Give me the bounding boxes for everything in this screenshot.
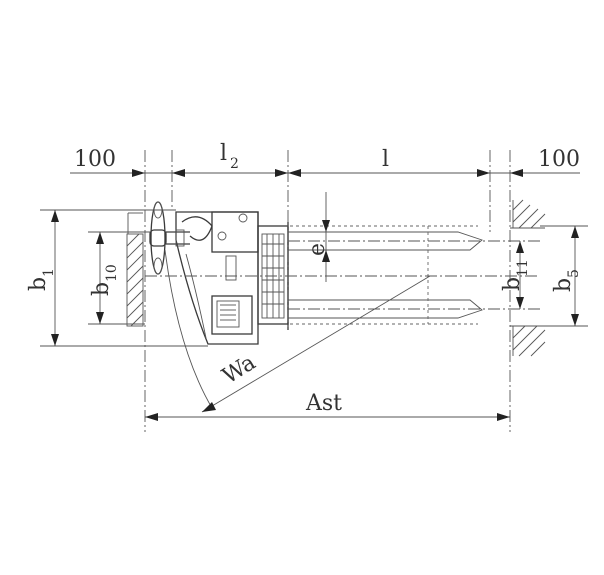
wall-right-bottom [510,325,546,357]
truck-body [175,211,259,345]
dim-clearance-right: 100 [538,147,580,172]
dim-b1-sub: 1 [41,268,57,277]
dim-b11-main: b [500,277,525,291]
dim-b1-main: b [26,277,51,291]
b1-dimension [40,209,208,347]
dim-e: e [305,243,330,256]
dim-b11-sub: 11 [515,259,531,277]
b11-dimension [516,241,524,309]
ast-dimension [145,413,510,421]
wall-left [126,212,144,327]
dim-b5-main: b [551,278,576,292]
dim-b10-sub: 10 [104,264,120,282]
fork-lower [288,299,483,319]
pallet-outline [290,225,478,325]
e-dimension [322,192,330,282]
tiller-handle [149,201,190,275]
wall-right-top [510,199,546,229]
dim-ast: Ast [305,391,342,416]
fork-upper [288,231,483,251]
turning-radius [164,249,431,413]
dim-b10-main: b [89,282,114,296]
dim-l: l [382,147,389,172]
b10-dimension [88,231,150,325]
dim-l2-sub: 2 [230,156,239,172]
dim-b5-sub: 5 [566,269,582,278]
centre-lines [144,150,540,432]
dim-clearance-left: 100 [74,147,116,172]
b5-dimension [540,225,588,327]
dim-wa: Wa [218,350,260,389]
dim-l2-main: l [220,141,227,166]
top-dimension-line [70,169,580,177]
